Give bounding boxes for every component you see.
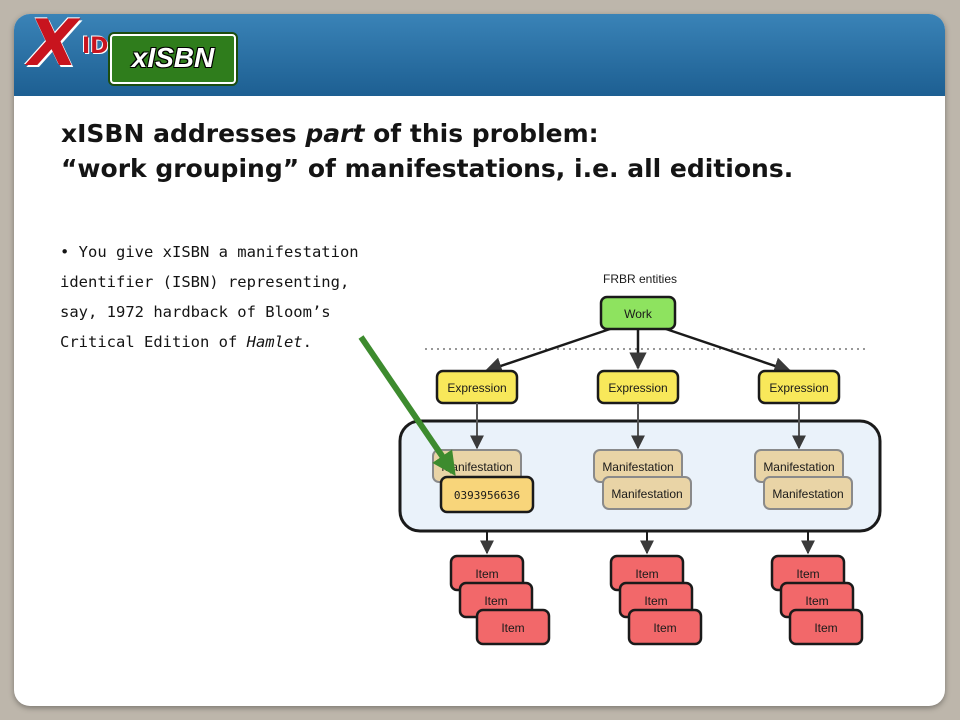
- item-label: Item: [644, 594, 667, 608]
- item-label: Item: [484, 594, 507, 608]
- title-line-1-end: of this problem:: [364, 119, 599, 148]
- manifestation-label: Manifestation: [772, 487, 843, 501]
- item-label: Item: [475, 567, 498, 581]
- frbr-entities-title: FRBR entities: [603, 272, 677, 286]
- title-line-2: “work grouping” of manifestations, i.e. …: [61, 154, 794, 183]
- work-to-expression-arrow: [484, 327, 611, 375]
- work-label: Work: [624, 307, 653, 321]
- title-emphasis: part: [305, 119, 365, 148]
- header-banner: X ID xISBN: [14, 14, 945, 96]
- bullet-point: • You give xISBN a manifestation identif…: [60, 237, 380, 357]
- item-node: Item: [788, 608, 864, 646]
- bullet-line-4: Critical Edition of Hamlet.: [60, 327, 380, 357]
- manifestation-label: Manifestation: [611, 487, 682, 501]
- manifestation-node: Manifestation: [602, 476, 692, 510]
- item-node: Item: [449, 554, 525, 592]
- bullet-line-3: say, 1972 hardback of Bloom’s: [60, 303, 331, 321]
- manifestation-node: Manifestation: [763, 476, 853, 510]
- xid-logo-suffix: ID: [82, 34, 109, 59]
- item-node: Item: [458, 581, 534, 619]
- isbn-manifestation-node: 0393956636: [439, 475, 535, 514]
- bullet-emphasis-hamlet: Hamlet: [246, 333, 303, 351]
- manifestation-node: Manifestation: [754, 449, 844, 483]
- item-node: Item: [779, 581, 855, 619]
- manifestation-label: Manifestation: [602, 460, 673, 474]
- green-pointer-arrow: [358, 335, 456, 476]
- bullet-line-2: identifier (ISBN) representing,: [60, 273, 350, 291]
- item-label: Item: [805, 594, 828, 608]
- expression-label: Expression: [447, 381, 506, 395]
- item-label: Item: [653, 621, 676, 635]
- expression-label: Expression: [608, 381, 667, 395]
- item-label: Item: [501, 621, 524, 635]
- expression-node: Expression: [435, 369, 519, 405]
- manifestation-node: Manifestation: [593, 449, 683, 483]
- expression-label: Expression: [769, 381, 828, 395]
- isbn-label: 0393956636: [454, 489, 520, 502]
- item-label: Item: [635, 567, 658, 581]
- xisbn-badge: xISBN: [110, 34, 236, 84]
- slide-title: xISBN addresses part of this problem: “w…: [61, 116, 901, 186]
- work-node: Work: [599, 295, 677, 331]
- work-to-expression-arrow: [665, 327, 792, 375]
- bullet-line-1: • You give xISBN a manifestation: [60, 243, 359, 261]
- manifestation-label: Manifestation: [441, 460, 512, 474]
- item-label: Item: [814, 621, 837, 635]
- bullet-line-4-end: .: [302, 333, 312, 351]
- xisbn-badge-label: xISBN: [131, 42, 215, 73]
- manifestation-label: Manifestation: [763, 460, 834, 474]
- title-line-1-start: xISBN addresses: [61, 119, 306, 148]
- item-label: Item: [796, 567, 819, 581]
- item-node: Item: [627, 608, 703, 646]
- item-node: Item: [475, 608, 551, 646]
- item-node: Item: [609, 554, 685, 592]
- title-line-1: xISBN addresses part of this problem:: [61, 116, 901, 151]
- bullet-line-4-start: Critical Edition of: [60, 333, 247, 351]
- expression-node: Expression: [596, 369, 680, 405]
- expression-node: Expression: [757, 369, 841, 405]
